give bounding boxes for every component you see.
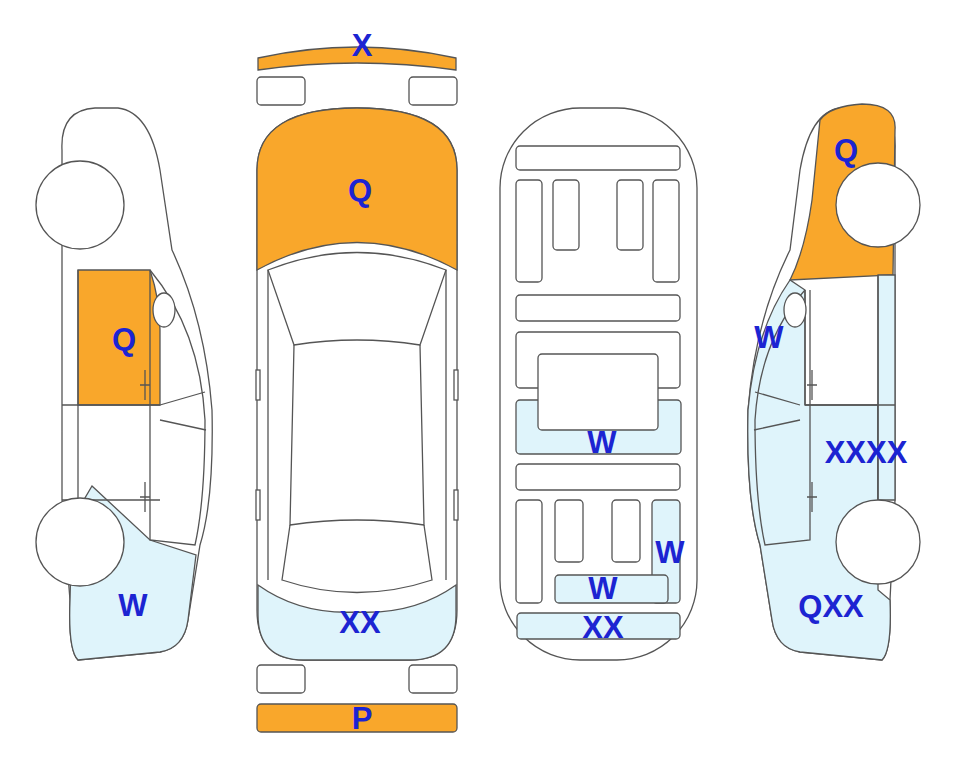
damage-code: XX [339, 607, 380, 638]
damage-code: W [588, 573, 617, 604]
damage-code: Q [834, 135, 858, 166]
damage-code: X [352, 30, 373, 61]
damage-code: W [754, 322, 783, 353]
damage-code: P [352, 703, 373, 734]
damage-code: W [655, 537, 684, 568]
damage-code: W [118, 590, 147, 621]
damage-code: XXXX [825, 437, 908, 468]
damage-code: XX [582, 612, 623, 643]
damage-code: W [587, 427, 616, 458]
damage-code: Q [112, 324, 136, 355]
damage-code: QXX [798, 591, 863, 622]
damage-code: Q [348, 175, 372, 206]
